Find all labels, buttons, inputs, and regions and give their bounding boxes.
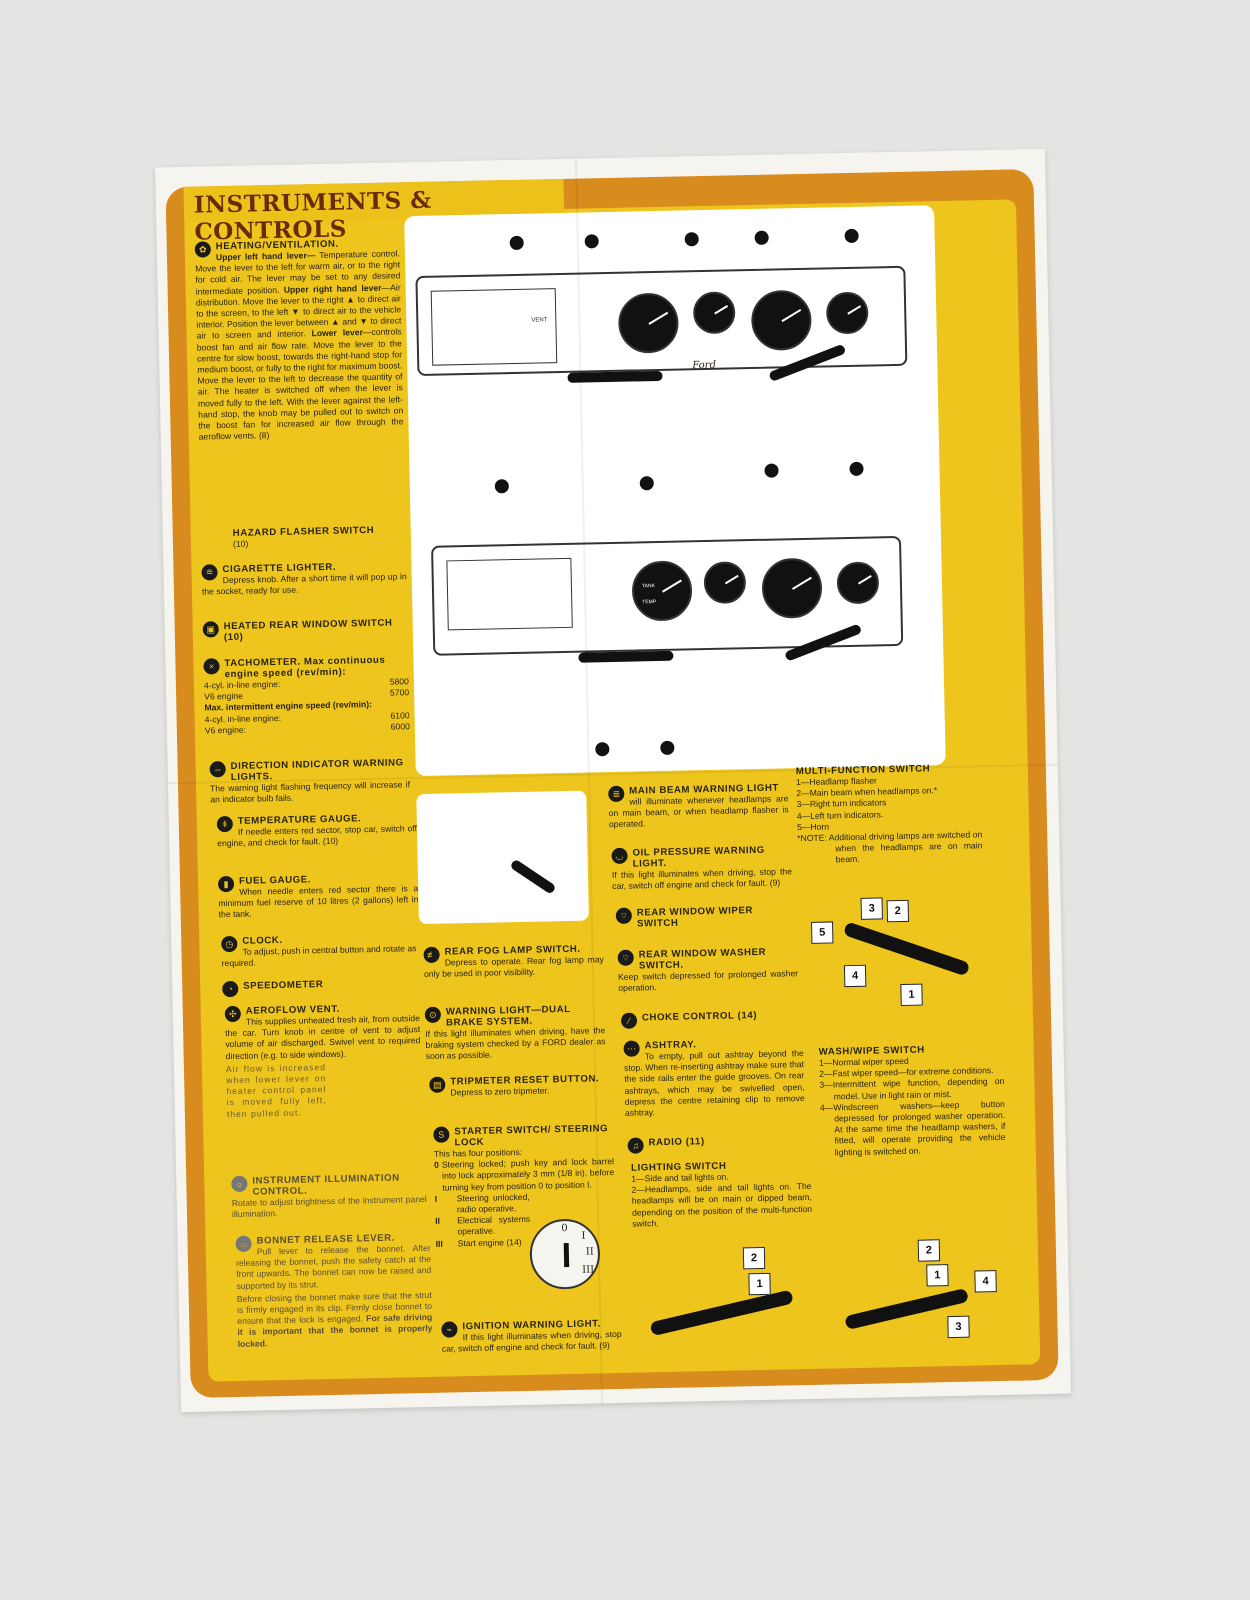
arrow-3: 3 (860, 897, 883, 920)
aeroflow-vent-icon: ✣ (224, 1005, 241, 1023)
thermometer-icon: ǂ (216, 815, 233, 833)
arrow-1: 1 (900, 983, 923, 1007)
choke-icon: ⁄ (620, 1012, 638, 1029)
clock-section: ◷CLOCK.To adjust, push in central button… (221, 934, 417, 969)
arrow-1: 1 (748, 1272, 771, 1296)
rear-wiper-section: ⌔REAR WINDOW WIPER SWITCH (615, 904, 796, 930)
ignition-warning-icon: ⌁ (441, 1321, 458, 1338)
fog-lamp-icon: ≢ (423, 946, 440, 964)
heater-control-panel-lower (446, 557, 573, 631)
clock-icon: ◷ (221, 935, 238, 953)
bonnet-release-illustration (416, 790, 589, 925)
radio-icon (494, 479, 509, 494)
multi-function-stalk-diagram: 3 2 5 4 1 (155, 149, 1045, 1007)
key-slot (563, 1243, 570, 1268)
wiper-icon (639, 476, 654, 491)
bonnet-lever (509, 858, 557, 895)
ignition-warning-section: ⌁IGNITION WARNING LIGHT.If this light il… (441, 1318, 622, 1354)
choke-icon (595, 742, 610, 757)
heater-control-panel: VENT (430, 288, 558, 366)
main-beam-icon: ≣ (608, 785, 625, 803)
rear-washer-section: ⌔REAR WINDOW WASHER SWITCH.Keep switch d… (617, 946, 799, 994)
heated-window-section: ▣HEATED REAR WINDOW SWITCH (10) (202, 617, 408, 643)
arrow-4: 4 (843, 964, 867, 988)
ashtray-section: ⋯ASHTRAY.To empty, pull out ashtray beyo… (623, 1039, 805, 1118)
speedometer-icon: ◔ (222, 980, 239, 998)
arrow-2: 2 (886, 899, 910, 923)
multi-function-section: MULTI-FUNCTION SWITCH 1—Headlamp flasher… (795, 763, 983, 865)
lighter-section: ≘CIGARETTE LIGHTER.Depress knob. After a… (201, 561, 407, 597)
lighter-icon (584, 234, 599, 249)
illumination-section: ☼INSTRUMENT ILLUMINATION CONTROL.Rotate … (231, 1172, 427, 1220)
indicator-icon (754, 230, 769, 245)
radio-note-icon: ♫ (627, 1137, 644, 1154)
arrow-4: 4 (974, 1270, 997, 1293)
arrow-5: 5 (811, 921, 834, 944)
fan-icon: ✿ (194, 241, 211, 258)
arrow-2: 2 (917, 1239, 941, 1262)
tachometer-section: × TACHOMETER. Max continuous engine spee… (203, 654, 410, 736)
ashtray-icon (660, 740, 675, 756)
heating-section: ✿ HEATING/VENTILATION. Upper left hand l… (194, 238, 404, 442)
lighting-stalk-diagram: 2 1 (155, 149, 1045, 1337)
bonnet-icon: ⌓ (235, 1235, 252, 1253)
arrow-1: 1 (926, 1264, 949, 1287)
brake-warning-section: ⊙WARNING LIGHT—DUAL BRAKE SYSTEM.If this… (424, 1003, 606, 1062)
bonnet-section: ⌓BONNET RELEASE LEVER.Pull lever to rele… (235, 1232, 433, 1349)
fuel-pump-icon: ▮ (217, 875, 235, 893)
aeroflow-section: ✣AEROFLOW VENT.This supplies unheated fr… (224, 1003, 421, 1119)
lighting-switch-stalk-lower (578, 650, 674, 663)
fuel-section: ▮FUEL GAUGE.When needle enters red secto… (217, 874, 419, 920)
lighting-switch-stalk (567, 370, 663, 383)
wash-wipe-stalk-diagram: 2 1 4 3 (155, 149, 1045, 1339)
fog-lamp-section: ≢REAR FOG LAMP SWITCH.Depress to operate… (423, 943, 604, 980)
oil-pressure-section: ◡OIL PRESSURE WARNING LIGHT.If this ligh… (611, 844, 793, 892)
ashtray-icon: ⋯ (623, 1040, 640, 1057)
tripmeter-section: ▤TRIPMETER RESET BUTTON.Depress to zero … (429, 1073, 609, 1099)
fan-icon (509, 235, 524, 251)
brake-icon (849, 461, 864, 476)
arrow-2: 2 (742, 1246, 766, 1270)
arrow-3: 3 (947, 1315, 970, 1339)
ford-logo: Ford (692, 359, 717, 372)
fuel-icon (684, 232, 699, 247)
hazard-section: HAZARD FLASHER SWITCH(10) (232, 524, 375, 549)
starter-icon (764, 463, 779, 478)
vent-icon (844, 228, 859, 244)
tripmeter-icon: ▤ (429, 1076, 446, 1093)
cigarette-lighter-icon: ≘ (201, 564, 218, 581)
